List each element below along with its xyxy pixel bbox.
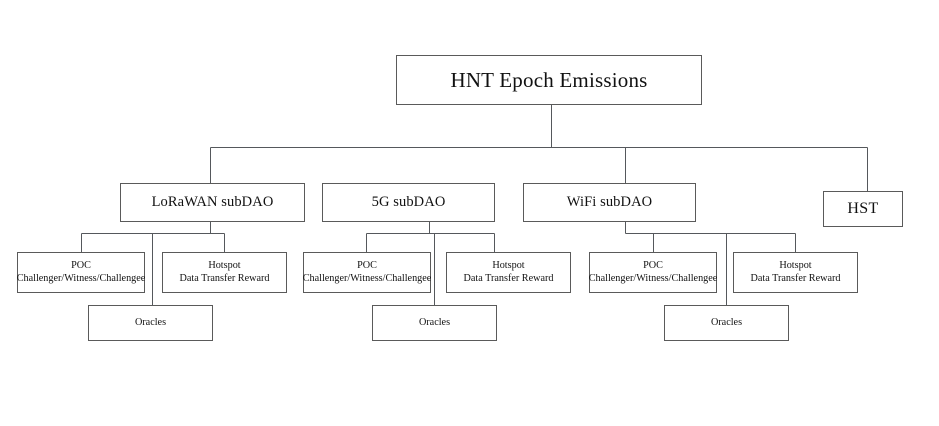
node-label: LoRaWAN subDAO [151, 193, 274, 210]
node-label-line1: Hotspot [492, 260, 525, 272]
node-5g-oracles[interactable]: Oracles [372, 305, 497, 341]
node-lorawan-hotspot[interactable]: Hotspot Data Transfer Reward [162, 252, 287, 293]
node-wifi-oracles[interactable]: Oracles [664, 305, 789, 341]
node-label-line1: POC [643, 260, 663, 272]
node-label-line1: POC [71, 260, 91, 272]
node-label-line1: Hotspot [208, 260, 241, 272]
node-label-line2: Data Transfer Reward [179, 272, 270, 284]
node-hst[interactable]: HST [823, 191, 903, 227]
node-wifi-subdao[interactable]: WiFi subDAO [523, 183, 696, 222]
node-wifi-hotspot[interactable]: Hotspot Data Transfer Reward [733, 252, 858, 293]
node-label-line2: Challenger/Witness/Challengee [16, 272, 146, 284]
node-label: HNT Epoch Emissions [450, 67, 648, 92]
node-label: 5G subDAO [371, 193, 446, 210]
node-label: Oracles [418, 316, 451, 328]
node-label: Oracles [134, 316, 167, 328]
node-label: Oracles [710, 316, 743, 328]
node-label-line2: Challenger/Witness/Challengee [302, 272, 432, 284]
node-label-line2: Data Transfer Reward [750, 272, 841, 284]
node-label: HST [847, 199, 879, 217]
node-hnt-epoch-emissions[interactable]: HNT Epoch Emissions [396, 55, 702, 105]
node-label-line2: Data Transfer Reward [463, 272, 554, 284]
node-5g-hotspot[interactable]: Hotspot Data Transfer Reward [446, 252, 571, 293]
node-5g-subdao[interactable]: 5G subDAO [322, 183, 495, 222]
node-label-line1: Hotspot [779, 260, 812, 272]
node-lorawan-subdao[interactable]: LoRaWAN subDAO [120, 183, 305, 222]
node-label-line1: POC [357, 260, 377, 272]
node-label-line2: Challenger/Witness/Challengee [588, 272, 718, 284]
node-wifi-poc[interactable]: POC Challenger/Witness/Challengee [589, 252, 717, 293]
node-lorawan-oracles[interactable]: Oracles [88, 305, 213, 341]
node-5g-poc[interactable]: POC Challenger/Witness/Challengee [303, 252, 431, 293]
node-lorawan-poc[interactable]: POC Challenger/Witness/Challengee [17, 252, 145, 293]
node-label: WiFi subDAO [566, 193, 653, 210]
